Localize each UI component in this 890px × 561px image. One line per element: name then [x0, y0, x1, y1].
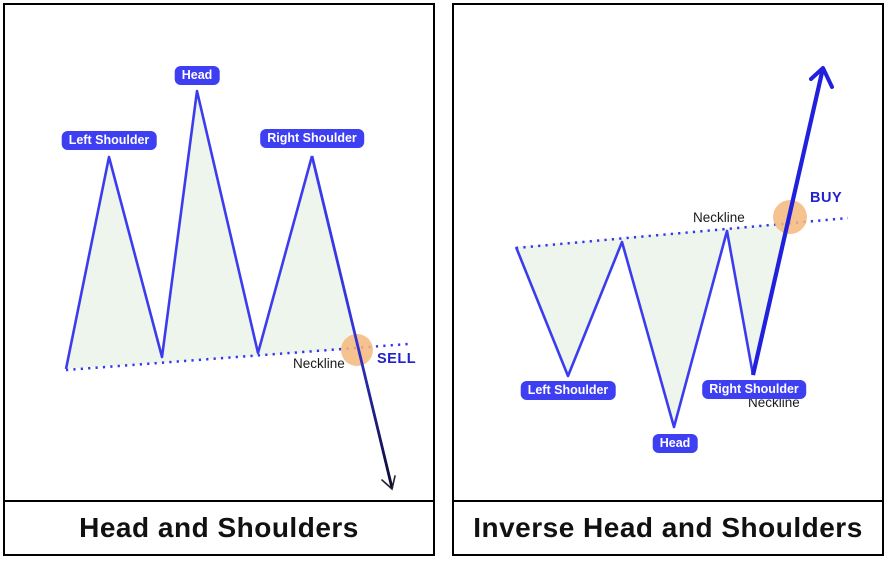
buy-arrow-icon	[750, 67, 826, 376]
neckline-label: Neckline	[693, 210, 745, 225]
right-shoulder-label: Right Shoulder	[260, 129, 364, 148]
neckline-dotted-line	[65, 342, 409, 372]
inverse-head-and-shoulders-panel: Neckline Left Shoulder Head Right Should…	[452, 3, 884, 556]
left-shoulder-label: Left Shoulder	[61, 131, 157, 150]
panel-title-text: Inverse Head and Shoulders	[473, 512, 863, 543]
inverse-head-and-shoulders-drawing	[514, 66, 849, 429]
pattern-fill	[516, 223, 788, 427]
right-shoulder-label-text: Right Shoulder	[267, 131, 357, 145]
left-shoulder-label-text: Left Shoulder	[527, 383, 609, 397]
left-shoulder-label: Left Shoulder	[520, 381, 616, 400]
price-pattern-line	[514, 229, 755, 429]
head-label: Head	[174, 66, 220, 85]
pattern-fill	[66, 91, 358, 369]
price-pattern-line	[64, 89, 314, 370]
panel-title-text: Head and Shoulders	[79, 512, 359, 543]
buy-signal-label: BUY	[810, 190, 843, 206]
head-label: Head	[652, 434, 698, 453]
panel-title: Head and Shoulders	[5, 500, 433, 554]
inverse-head-and-shoulders-diagram: Neckline Left Shoulder Head Right Should…	[454, 5, 882, 502]
panel-title: Inverse Head and Shoulders	[454, 500, 882, 554]
sell-arrow-icon	[310, 155, 394, 489]
up-arrowhead-icon	[809, 66, 834, 89]
head-label-text: Head	[181, 68, 213, 82]
head-and-shoulders-drawing	[64, 89, 409, 491]
right-shoulder-label: Right Shoulder	[702, 380, 806, 399]
down-arrowhead-icon	[381, 475, 396, 491]
right-shoulder-label-text: Right Shoulder	[709, 382, 799, 396]
head-label-text: Head	[659, 436, 691, 450]
head-and-shoulders-diagram: Left Shoulder Head Right Shoulder Neckli…	[5, 5, 433, 502]
breakout-circle	[341, 334, 373, 366]
head-and-shoulders-panel: Left Shoulder Head Right Shoulder Neckli…	[3, 3, 435, 556]
left-shoulder-label-text: Left Shoulder	[68, 133, 150, 147]
neckline-label: Neckline	[293, 356, 345, 371]
sell-signal-label: SELL	[377, 351, 417, 367]
